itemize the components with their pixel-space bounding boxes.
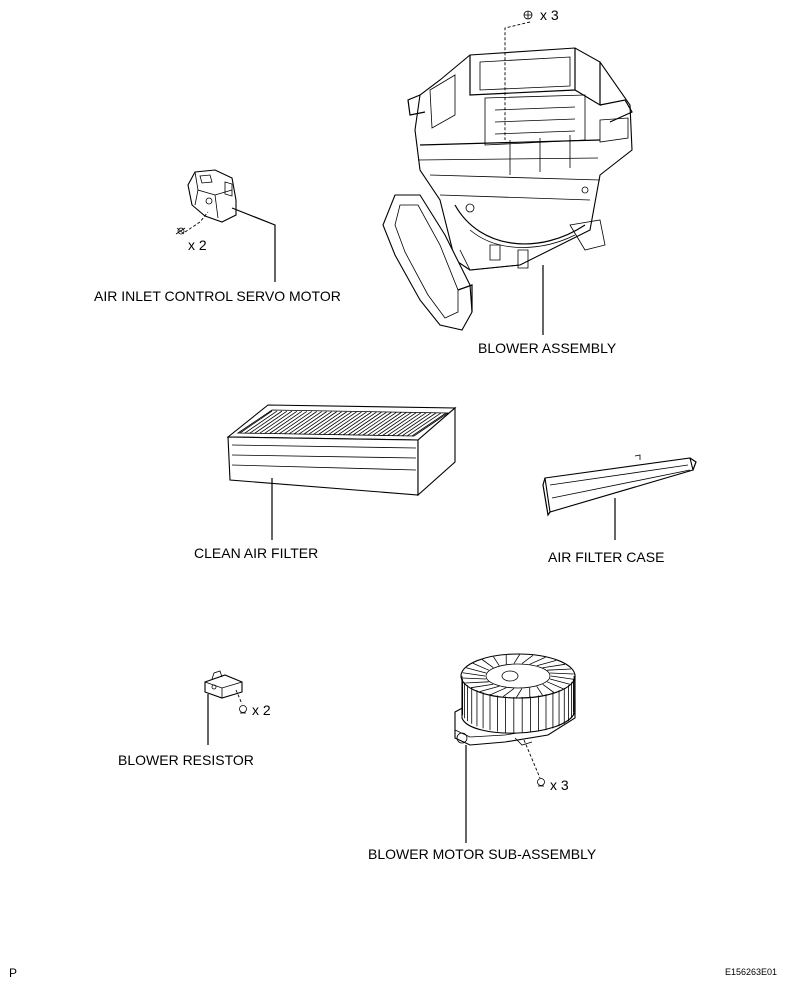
servo-motor-drawing bbox=[188, 170, 236, 222]
clean-air-filter-drawing bbox=[228, 405, 455, 495]
blower-motor-label: BLOWER MOTOR SUB-ASSEMBLY bbox=[368, 846, 596, 862]
screw-icon bbox=[524, 11, 532, 19]
motor-screw-group bbox=[524, 740, 545, 786]
servo-screw-group bbox=[176, 212, 208, 234]
servo-motor-leader bbox=[232, 208, 275, 282]
servo-screw-quantity: x 2 bbox=[188, 237, 207, 253]
air-filter-case-drawing bbox=[543, 455, 696, 515]
motor-screw-quantity: x 3 bbox=[550, 777, 569, 793]
servo-motor-label: AIR INLET CONTROL SERVO MOTOR bbox=[94, 288, 341, 304]
blower-assembly-drawing bbox=[383, 48, 632, 330]
section-code: P bbox=[9, 966, 17, 980]
blower-assembly-label: BLOWER ASSEMBLY bbox=[478, 340, 616, 356]
air-filter-case-label: AIR FILTER CASE bbox=[548, 549, 664, 565]
blower-screw-quantity: x 3 bbox=[540, 7, 559, 23]
blower-motor-drawing bbox=[455, 654, 575, 745]
screw-icon bbox=[538, 779, 545, 787]
screw-icon bbox=[176, 228, 185, 234]
figure-id: E156263E01 bbox=[725, 967, 777, 977]
screw-icon bbox=[240, 706, 247, 714]
resistor-screw-quantity: x 2 bbox=[252, 702, 271, 718]
clean-air-filter-label: CLEAN AIR FILTER bbox=[194, 545, 318, 561]
blower-resistor-drawing bbox=[205, 671, 242, 698]
blower-resistor-label: BLOWER RESISTOR bbox=[118, 752, 254, 768]
